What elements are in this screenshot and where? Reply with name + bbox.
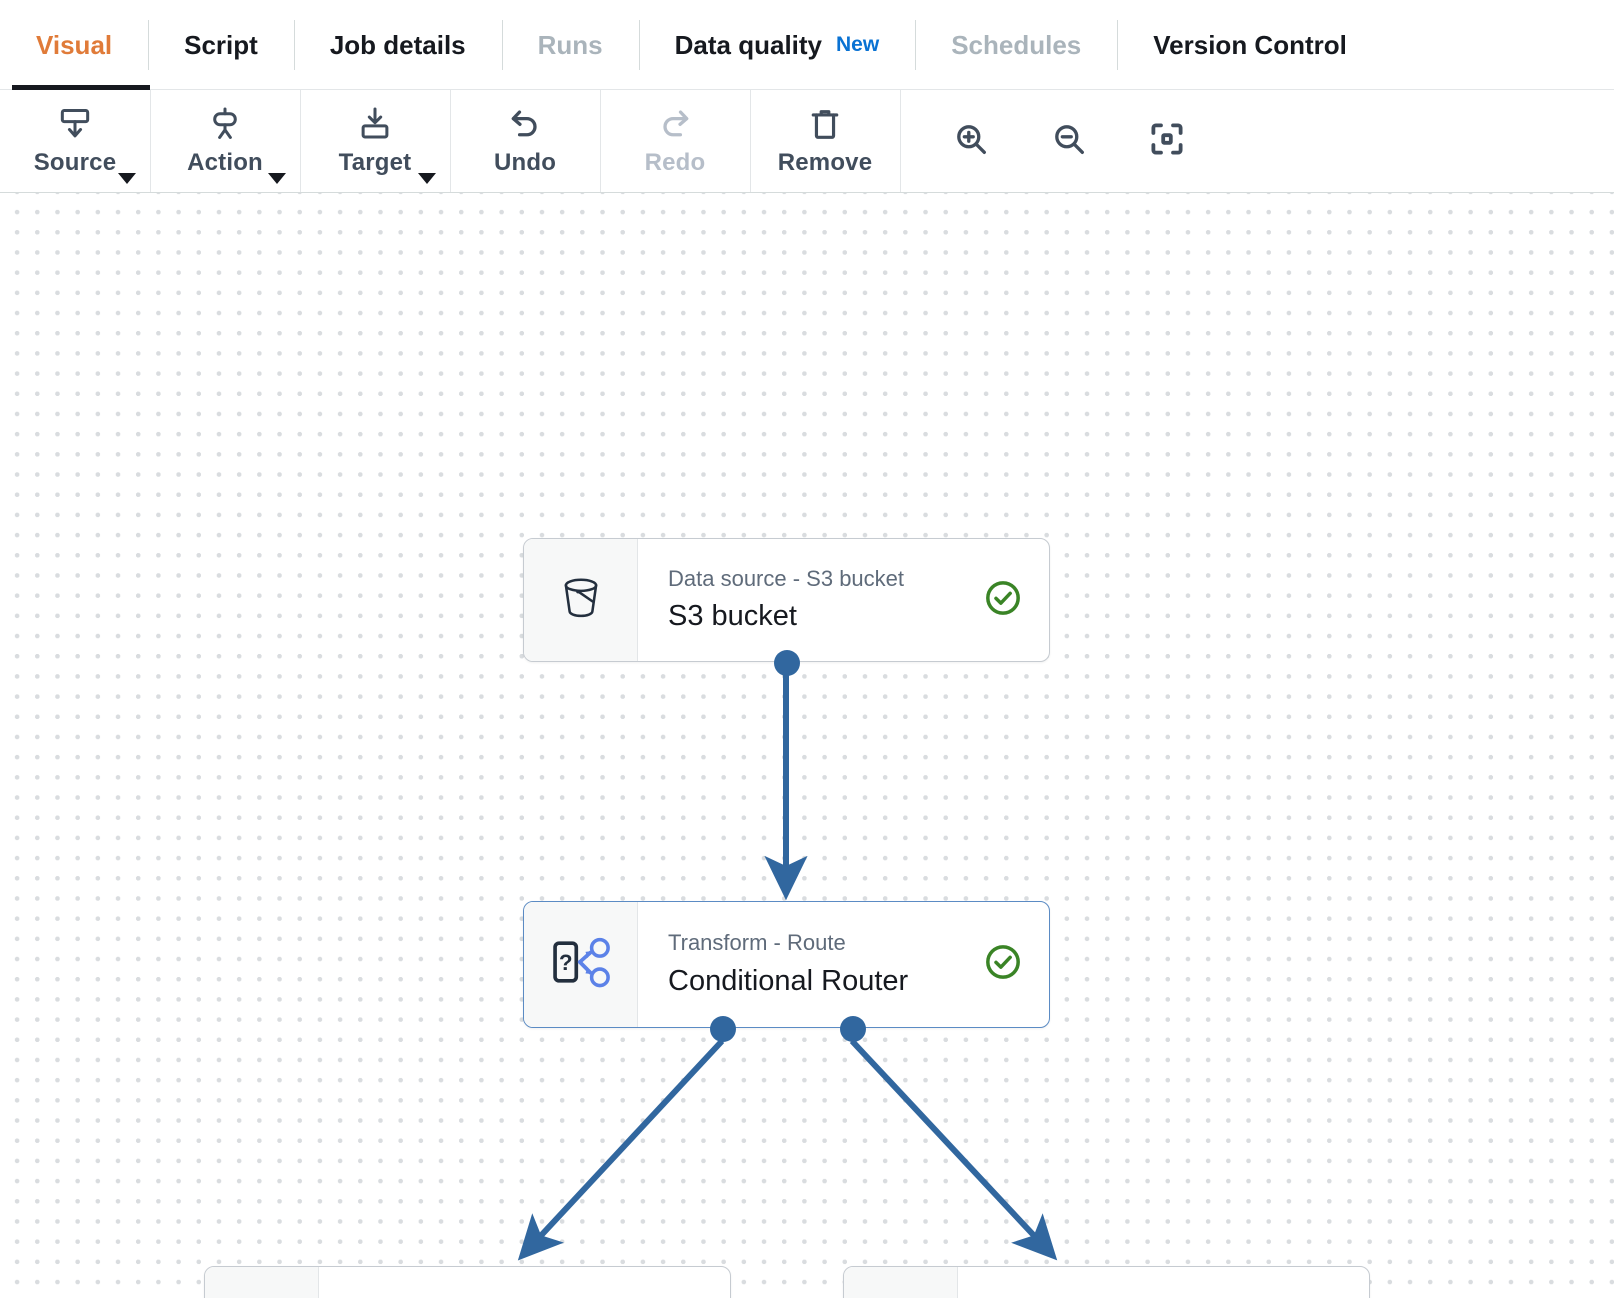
graph-edges — [517, 675, 1058, 1261]
trash-icon — [806, 105, 844, 143]
chevron-down-icon[interactable] — [268, 173, 286, 184]
canvas-toolbar: Source Action Target — [0, 90, 1614, 193]
tab-label: Version Control — [1153, 29, 1347, 60]
redo-label: Redo — [644, 149, 706, 176]
zoom-out-button[interactable] — [1020, 90, 1118, 193]
node-texts: Transform - SelectFromC… output_group_1 — [988, 1292, 1285, 1298]
node-body: Transform - Route Conditional Router — [638, 902, 1049, 1027]
node-output-group-1[interactable]: Transform - SelectFromC… output_group_1 — [843, 1266, 1370, 1298]
node-subtitle: Data source - S3 bucket — [668, 565, 905, 591]
zoom-in-button[interactable] — [922, 90, 1020, 193]
active-tab-indicator — [12, 85, 150, 90]
node-status — [983, 942, 1023, 987]
job-graph-canvas[interactable]: Data source - S3 bucket S3 bucket ? — [0, 193, 1614, 1298]
zoom-out-icon — [1050, 120, 1088, 163]
undo-button[interactable]: Undo — [450, 90, 600, 192]
action-button[interactable]: Action — [150, 90, 300, 192]
target-label: Target — [338, 149, 412, 176]
valid-check-icon — [983, 578, 1023, 623]
tab-schedules[interactable]: Schedules — [915, 0, 1117, 90]
chevron-down-icon[interactable] — [118, 173, 136, 184]
valid-check-icon — [983, 942, 1023, 987]
source-label: Source — [33, 149, 117, 176]
source-icon — [55, 105, 95, 143]
node-texts: Transform - SelectFromC… default_group — [349, 1292, 646, 1298]
tab-visual[interactable]: Visual — [0, 0, 148, 90]
action-icon — [205, 105, 245, 143]
zoom-controls — [900, 90, 1216, 192]
route-icon: ? — [548, 932, 614, 997]
fit-to-screen-button[interactable] — [1118, 90, 1216, 193]
target-icon — [355, 105, 395, 143]
tab-label: Runs — [537, 29, 603, 60]
tab-data-quality[interactable]: Data quality New — [638, 0, 916, 90]
tab-runs[interactable]: Runs — [501, 0, 639, 90]
node-body: Transform - SelectFromC… default_group — [319, 1267, 730, 1298]
undo-icon — [506, 105, 544, 143]
node-s3-bucket[interactable]: Data source - S3 bucket S3 bucket — [523, 538, 1050, 676]
node-icon-pane — [205, 1267, 319, 1298]
action-label: Action — [187, 149, 263, 176]
node-title: S3 bucket — [668, 600, 797, 633]
node-output-port-2[interactable] — [840, 1016, 866, 1042]
redo-button[interactable]: Redo — [600, 90, 750, 192]
remove-label: Remove — [777, 149, 873, 176]
node-subtitle: Transform - SelectFromC… — [988, 1292, 1285, 1298]
edge-router-to-default-group — [517, 1038, 725, 1261]
node-icon-pane — [844, 1267, 958, 1298]
node-conditional-router[interactable]: ? Transform - Route Conditional Router — [523, 901, 1050, 1042]
tab-label: Script — [184, 29, 258, 60]
node-icon-pane — [524, 539, 638, 661]
undo-label: Undo — [493, 149, 557, 176]
node-texts: Transform - Route Conditional Router — [668, 928, 965, 1001]
node-subtitle: Transform - Route — [668, 930, 846, 956]
tab-label: Job details — [329, 29, 466, 60]
node-default-group[interactable]: Transform - SelectFromC… default_group — [204, 1266, 731, 1298]
tab-script[interactable]: Script — [148, 0, 294, 90]
new-badge: New — [836, 33, 880, 56]
tab-version-control[interactable]: Version Control — [1117, 0, 1383, 90]
source-button[interactable]: Source — [0, 90, 150, 192]
node-body: Transform - SelectFromC… output_group_1 — [958, 1267, 1369, 1298]
tab-label: Schedules — [951, 29, 1082, 60]
edge-router-to-output-group-1 — [849, 1038, 1058, 1261]
node-status — [983, 578, 1023, 623]
node-output-port-1[interactable] — [710, 1016, 736, 1042]
node-output-port[interactable] — [774, 650, 800, 676]
tab-job-details[interactable]: Job details — [293, 0, 502, 90]
svg-text:?: ? — [558, 950, 572, 975]
redo-icon — [656, 105, 694, 143]
tab-bar: Visual Script Job details Runs Data qual… — [0, 0, 1614, 90]
node-icon-pane: ? — [524, 902, 638, 1027]
node-body: Data source - S3 bucket S3 bucket — [638, 539, 1049, 661]
s3-bucket-icon — [552, 569, 610, 632]
node-texts: Data source - S3 bucket S3 bucket — [668, 564, 965, 637]
fit-to-screen-icon — [1148, 120, 1186, 163]
zoom-in-icon — [952, 120, 990, 163]
remove-button[interactable]: Remove — [750, 90, 900, 192]
tab-bar-divider — [0, 89, 1614, 90]
node-title: Conditional Router — [668, 964, 909, 997]
chevron-down-icon[interactable] — [418, 173, 436, 184]
tab-label: Data quality — [674, 29, 823, 60]
node-subtitle: Transform - SelectFromC… — [349, 1292, 646, 1298]
target-button[interactable]: Target — [300, 90, 450, 192]
tab-label: Visual — [36, 29, 113, 60]
